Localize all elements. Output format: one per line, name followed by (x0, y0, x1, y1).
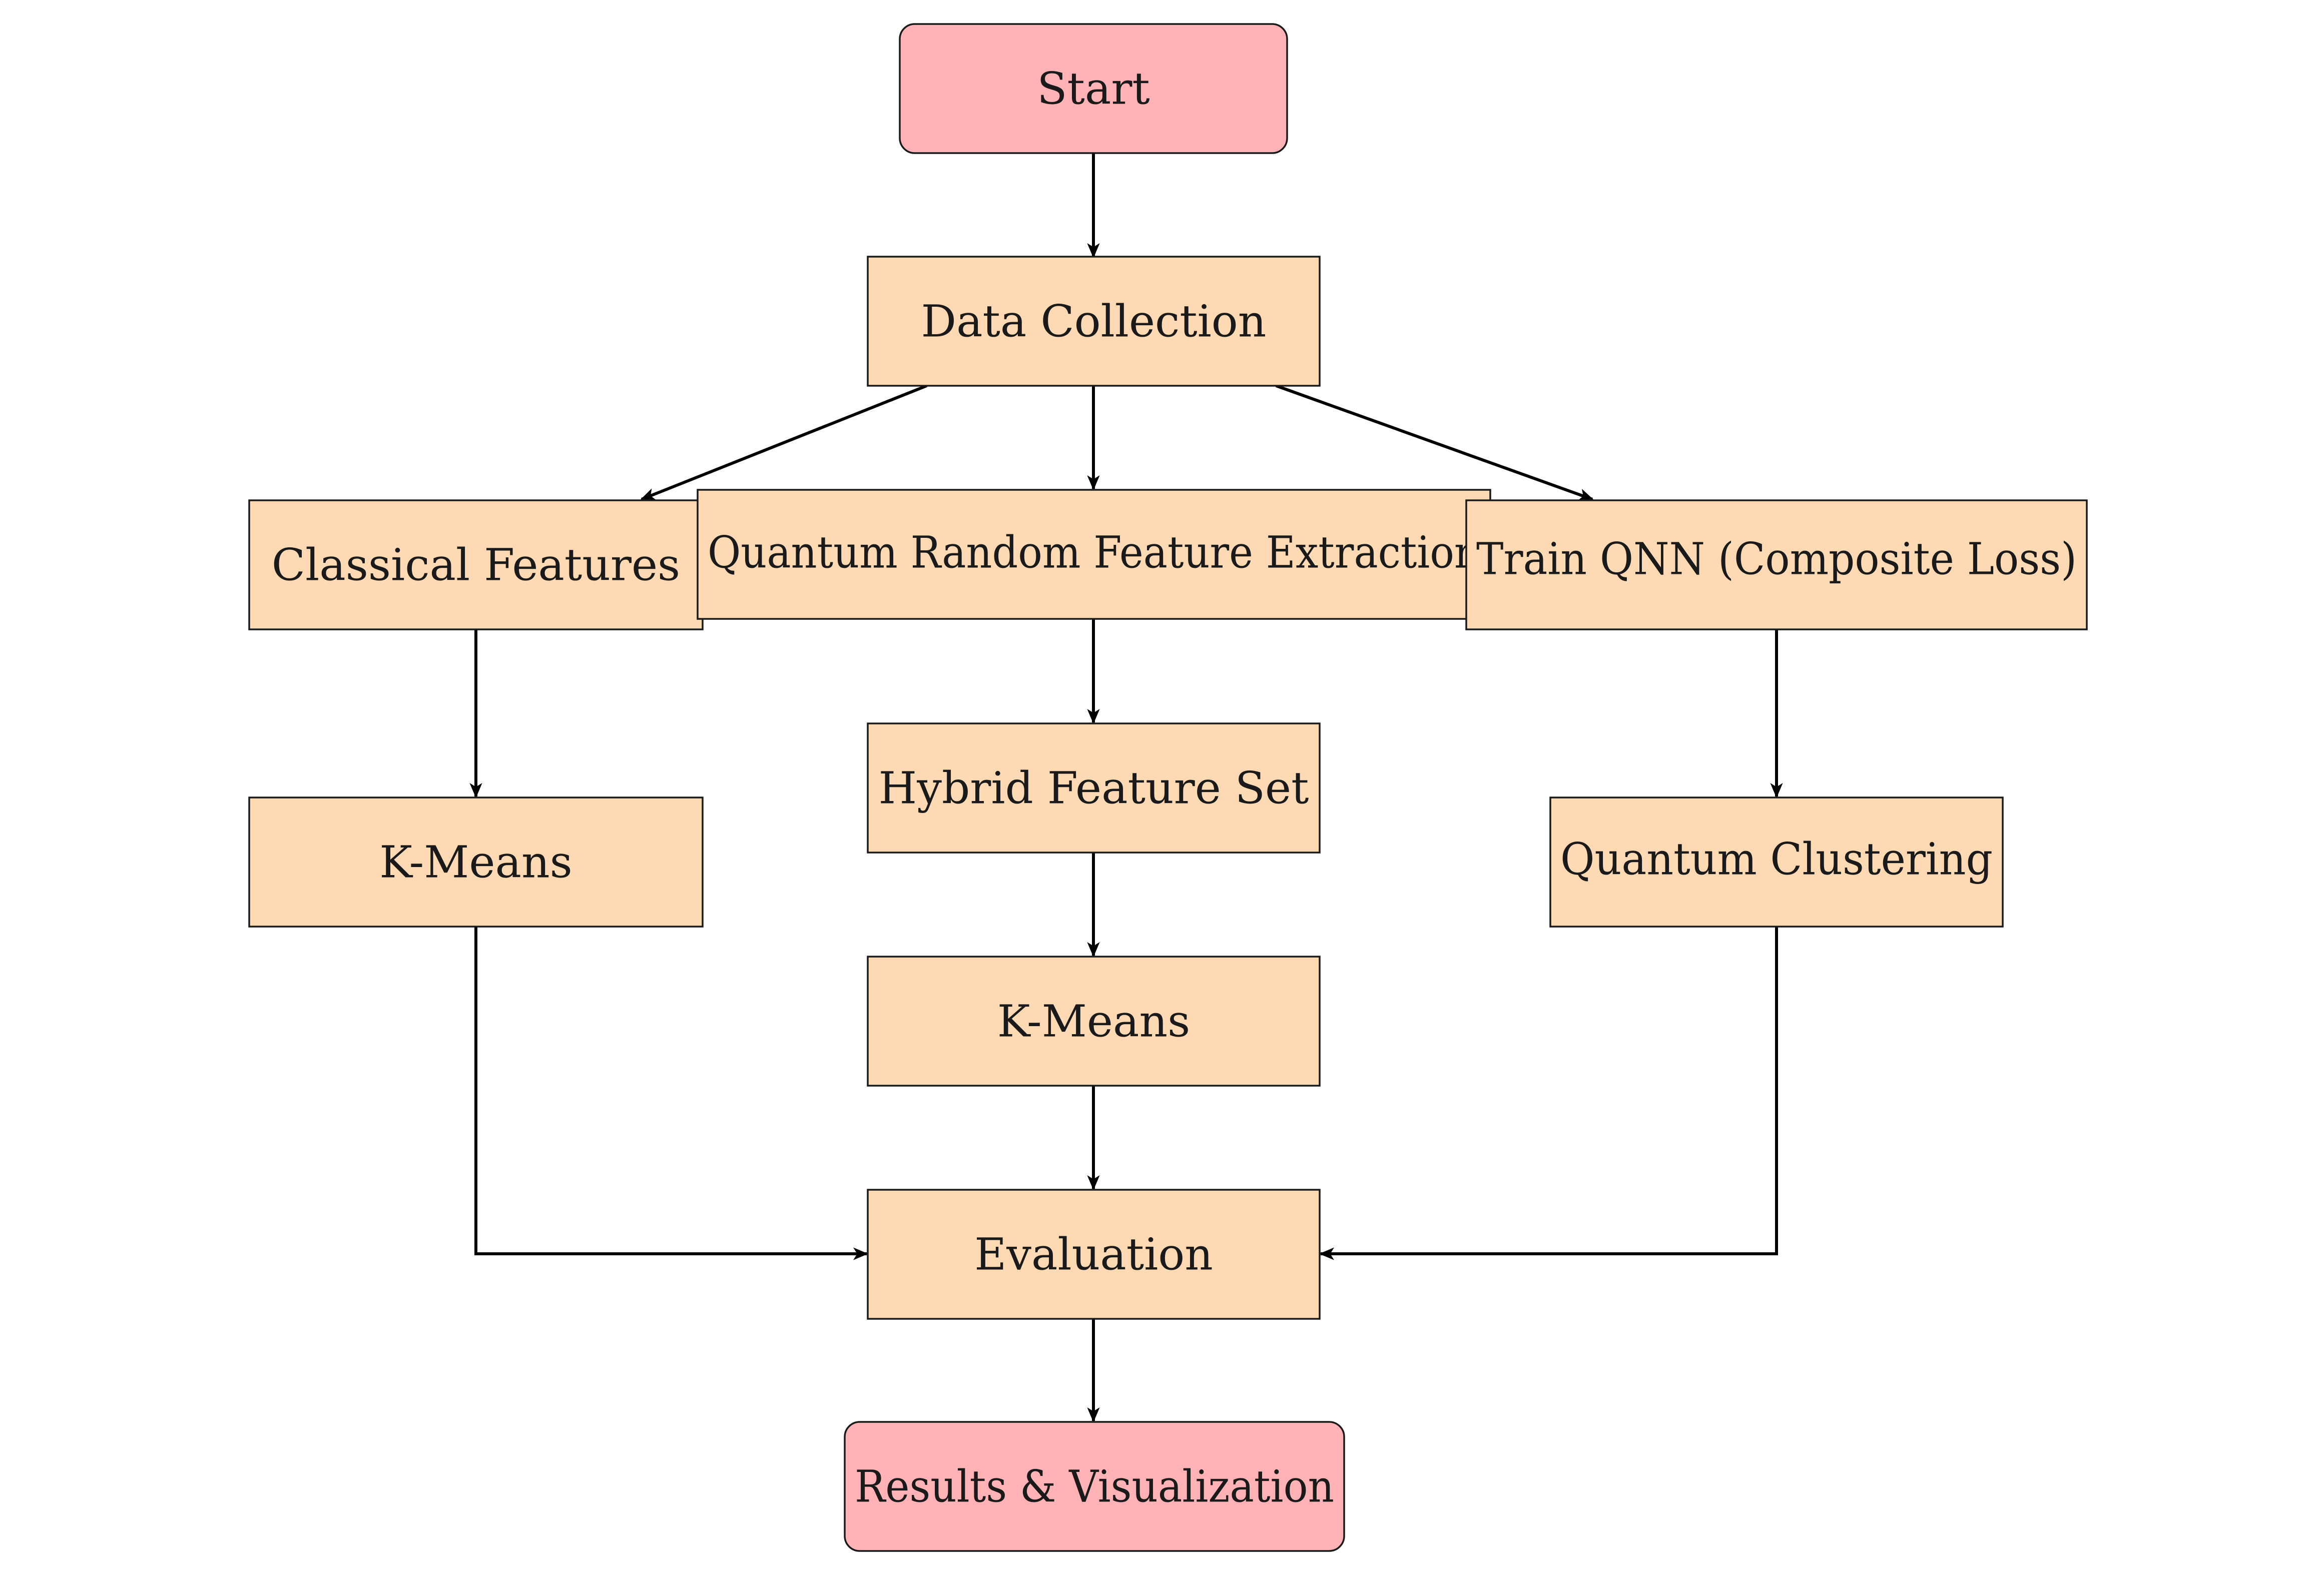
node-kmeans-center: K-Means (867, 956, 1321, 1087)
node-label: Results & Visualization (855, 1461, 1334, 1512)
node-label: K-Means (997, 996, 1191, 1047)
node-label: Quantum Random Feature Extraction (708, 527, 1480, 578)
node-label: Start (1037, 63, 1150, 115)
node-box (867, 956, 1321, 1087)
edges (469, 153, 1783, 1422)
node-label: Classical Features (272, 539, 680, 591)
node-train-qnn: Train QNN (Composite Loss) (1465, 499, 2088, 630)
node-hybrid-feature-set: Hybrid Feature Set (867, 722, 1321, 854)
node-label: Hybrid Feature Set (879, 762, 1309, 814)
node-box (844, 1421, 1345, 1552)
node-quantum-random-feature-extraction: Quantum Random Feature Extraction (697, 489, 1491, 620)
node-box (697, 489, 1491, 620)
node-data-collection: Data Collection (867, 256, 1321, 387)
node-label: K-Means (379, 837, 572, 888)
node-label: Train QNN (Composite Loss) (1476, 533, 2077, 585)
arrow-data-collection-to-train-qnn (1275, 384, 1594, 501)
node-box (1549, 797, 2004, 928)
node-box (867, 1189, 1321, 1320)
node-label: Evaluation (974, 1229, 1213, 1280)
node-box (899, 23, 1288, 154)
arrow-kmeans-left-to-evaluation (474, 927, 868, 1260)
node-quantum-clustering: Quantum Clustering (1549, 797, 2004, 928)
node-kmeans-left: K-Means (248, 797, 704, 928)
node-start: Start (899, 23, 1288, 154)
node-label: Quantum Clustering (1560, 834, 1993, 885)
node-label: Data Collection (921, 296, 1267, 347)
node-classical-features: Classical Features (248, 499, 704, 630)
node-evaluation: Evaluation (867, 1189, 1321, 1320)
node-box (248, 797, 704, 928)
node-box (867, 256, 1321, 387)
node-box (867, 722, 1321, 854)
node-box (1465, 499, 2088, 630)
arrow-data-collection-to-classical-features (640, 384, 928, 501)
arrow-quantum-clustering-to-evaluation (1319, 927, 1778, 1260)
node-results-visualization: Results & Visualization (844, 1421, 1345, 1552)
